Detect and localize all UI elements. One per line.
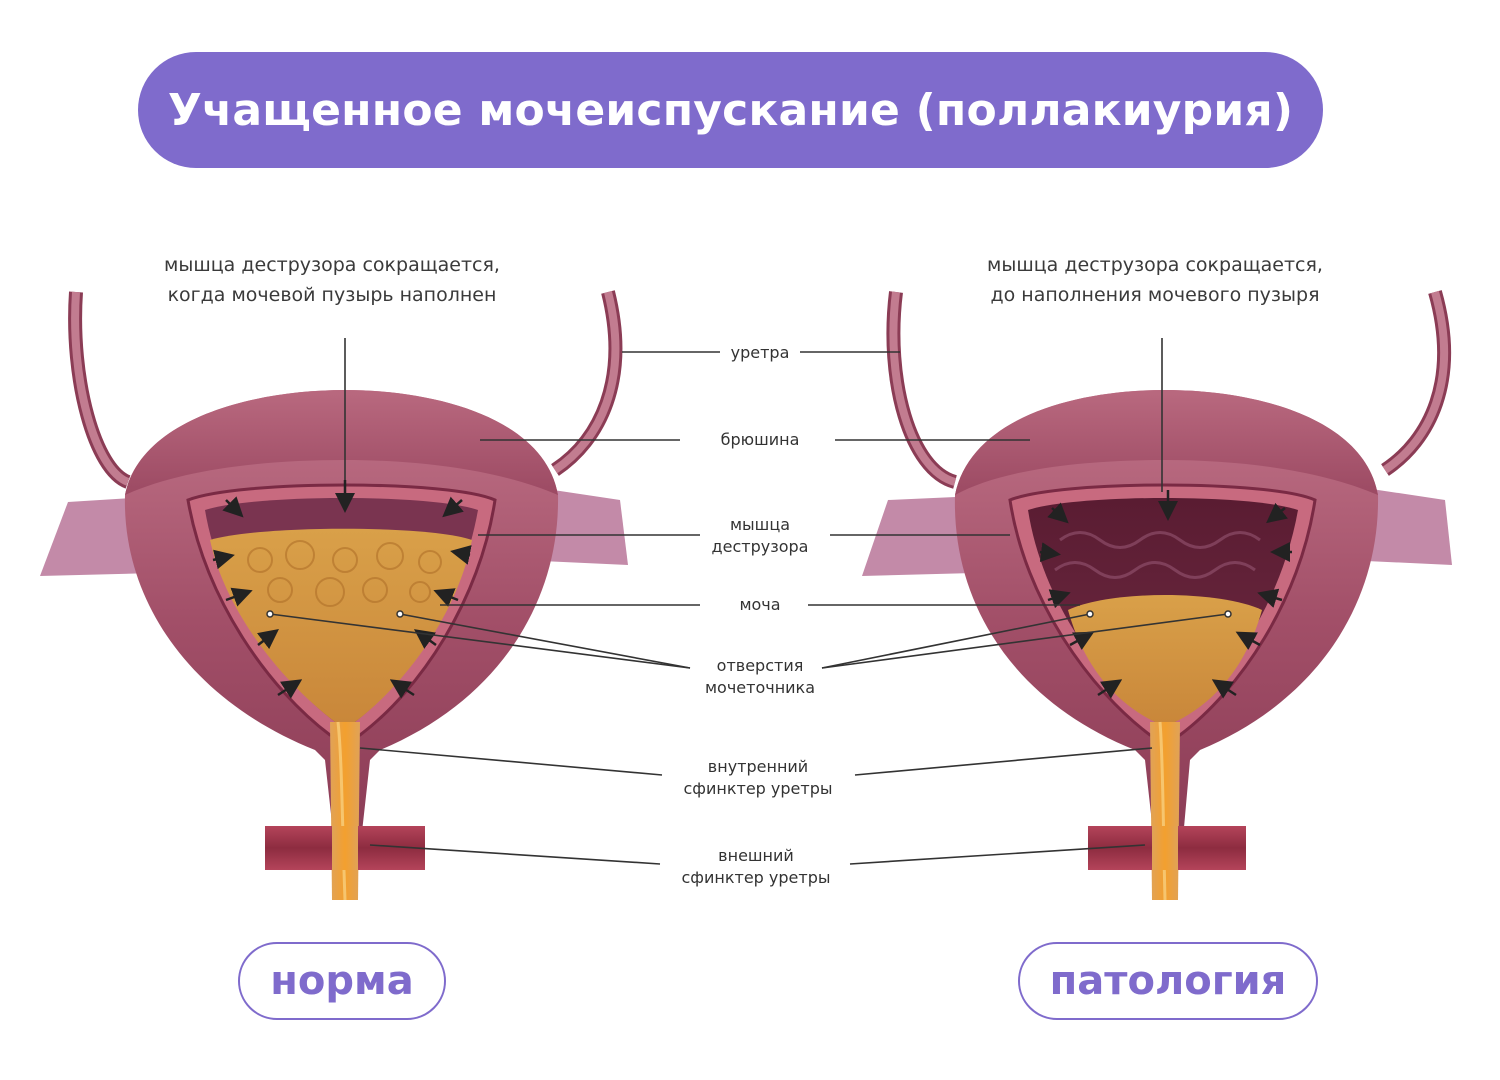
leader-lines: [269, 338, 1229, 865]
right-caption: мышца деструзора сокращается, до наполне…: [987, 254, 1323, 306]
label-urethra: уретра: [730, 343, 790, 362]
label-external-sphincter: внешний сфинктер уретры: [681, 846, 831, 887]
right-bladder: [862, 290, 1452, 901]
label-internal-sphincter: внутренний сфинктер уретры: [683, 757, 833, 798]
label-ureter-openings: отверстия мочеточника: [704, 656, 816, 697]
label-peritoneum: брюшина: [720, 430, 800, 449]
page-title: Учащенное мочеиспускание (поллакиурия): [167, 84, 1294, 136]
left-bladder: [40, 290, 628, 901]
left-caption: мышца деструзора сокращается, когда моче…: [164, 254, 500, 306]
title-banner: Учащенное мочеиспускание (поллакиурия): [138, 52, 1323, 168]
label-detrusor: мышца деструзора: [711, 515, 809, 556]
pathology-badge: патология: [1018, 942, 1318, 1020]
label-urine: моча: [739, 595, 781, 614]
norm-badge: норма: [238, 942, 446, 1020]
